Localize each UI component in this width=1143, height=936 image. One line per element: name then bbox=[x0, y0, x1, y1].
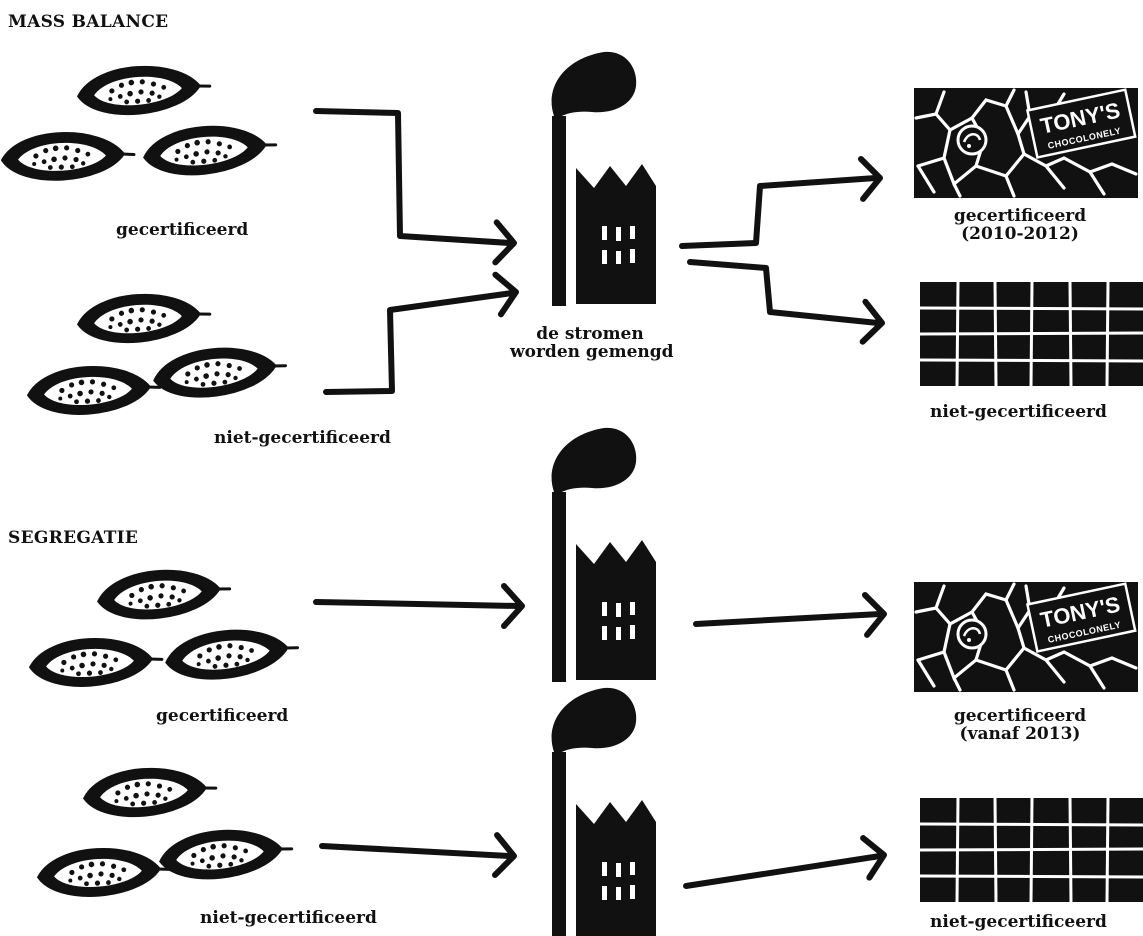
arrow-icon bbox=[313, 108, 515, 263]
cocoa-bean-icon bbox=[94, 563, 234, 625]
mass-balance-bar-certified-label: gecertificeerd (2010-2012) bbox=[930, 206, 1110, 244]
cocoa-bean-icon bbox=[156, 823, 296, 885]
factory-icon bbox=[551, 687, 656, 936]
arrow-icon bbox=[313, 586, 522, 626]
segregatie-beans-uncertified-label: niet-gecertificeerd bbox=[200, 908, 377, 928]
segregatie-section bbox=[27, 427, 1143, 936]
cocoa-bean-icon bbox=[74, 60, 213, 120]
mass-balance-bar-uncertified-label: niet-gecertificeerd bbox=[930, 402, 1107, 422]
mass-balance-bar-certified-line1: gecertificeerd bbox=[953, 206, 1087, 226]
segregatie-bar-certified-line2: (vanaf 2013) bbox=[959, 723, 1081, 744]
cocoa-bean-icon bbox=[150, 340, 290, 404]
arrow-icon bbox=[679, 158, 881, 249]
certified-chocolate-bar-icon bbox=[912, 580, 1140, 694]
factory-icon bbox=[551, 51, 656, 306]
arrow-icon bbox=[687, 259, 883, 343]
cocoa-bean-icon bbox=[140, 119, 280, 181]
mass-balance-heading: MASS BALANCE bbox=[8, 12, 169, 32]
segregatie-bar-certified-line1: gecertificeerd bbox=[953, 706, 1087, 726]
certified-chocolate-bar-icon bbox=[912, 86, 1140, 200]
cocoa-bean-icon bbox=[162, 622, 302, 686]
factory-icon bbox=[551, 427, 656, 682]
segregatie-bar-certified-label: gecertificeerd (vanaf 2013) bbox=[930, 706, 1110, 744]
plain-chocolate-bar-icon bbox=[918, 796, 1143, 904]
mass-balance-bar-certified-line2: (2010-2012) bbox=[961, 223, 1079, 244]
mass-balance-beans-certified-label: gecertificeerd bbox=[116, 220, 249, 240]
cocoa-bean-icon bbox=[35, 843, 173, 901]
plain-chocolate-bar-icon bbox=[918, 280, 1143, 388]
arrow-icon bbox=[319, 835, 515, 876]
mass-balance-beans-uncertified-label: niet-gecertificeerd bbox=[214, 428, 391, 448]
segregatie-heading: SEGREGATIE bbox=[8, 528, 139, 548]
factory-mixing-label-line2: worden gemengd bbox=[510, 341, 674, 362]
mass-balance-section bbox=[0, 51, 1143, 419]
arrow-icon bbox=[683, 835, 887, 889]
segregatie-bar-uncertified-label: niet-gecertificeerd bbox=[930, 912, 1107, 932]
cocoa-bean-icon bbox=[74, 288, 213, 348]
cocoa-bean-icon bbox=[0, 129, 137, 184]
arrow-icon bbox=[323, 272, 519, 395]
cocoa-bean-icon bbox=[27, 633, 165, 691]
factory-mixing-label: de stromen worden gemengd bbox=[510, 324, 674, 362]
cocoa-bean-icon bbox=[25, 361, 163, 419]
factory-mixing-label-line1: de stromen bbox=[536, 324, 644, 344]
segregatie-beans-certified-label: gecertificeerd bbox=[156, 706, 289, 726]
cocoa-bean-icon bbox=[80, 762, 219, 822]
arrow-icon bbox=[693, 594, 885, 635]
